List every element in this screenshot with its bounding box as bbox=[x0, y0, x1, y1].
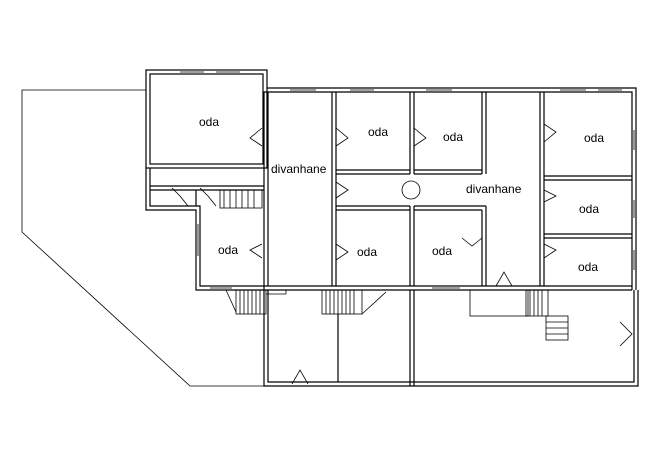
column bbox=[401, 180, 421, 200]
room-label-8: oda bbox=[432, 244, 452, 258]
room-label-5: oda bbox=[579, 202, 599, 216]
room-label-2: oda bbox=[368, 125, 388, 139]
room-label-6: oda bbox=[218, 243, 238, 257]
lower-floor-walls bbox=[263, 290, 639, 387]
exterior-walls bbox=[145, 69, 637, 291]
doors bbox=[171, 123, 633, 385]
interior-walls bbox=[150, 92, 632, 291]
windows bbox=[180, 71, 635, 289]
hall-label-right: divanhane bbox=[466, 182, 522, 196]
room-label-3: oda bbox=[443, 130, 463, 144]
room-label-7: oda bbox=[357, 245, 377, 259]
room-label-9: oda bbox=[578, 260, 598, 274]
site-boundary bbox=[21, 89, 264, 387]
room-label-1: oda bbox=[199, 115, 219, 129]
room-label-4: oda bbox=[584, 131, 604, 145]
stairs bbox=[219, 189, 569, 341]
hall-label-left: divanhane bbox=[271, 162, 327, 176]
